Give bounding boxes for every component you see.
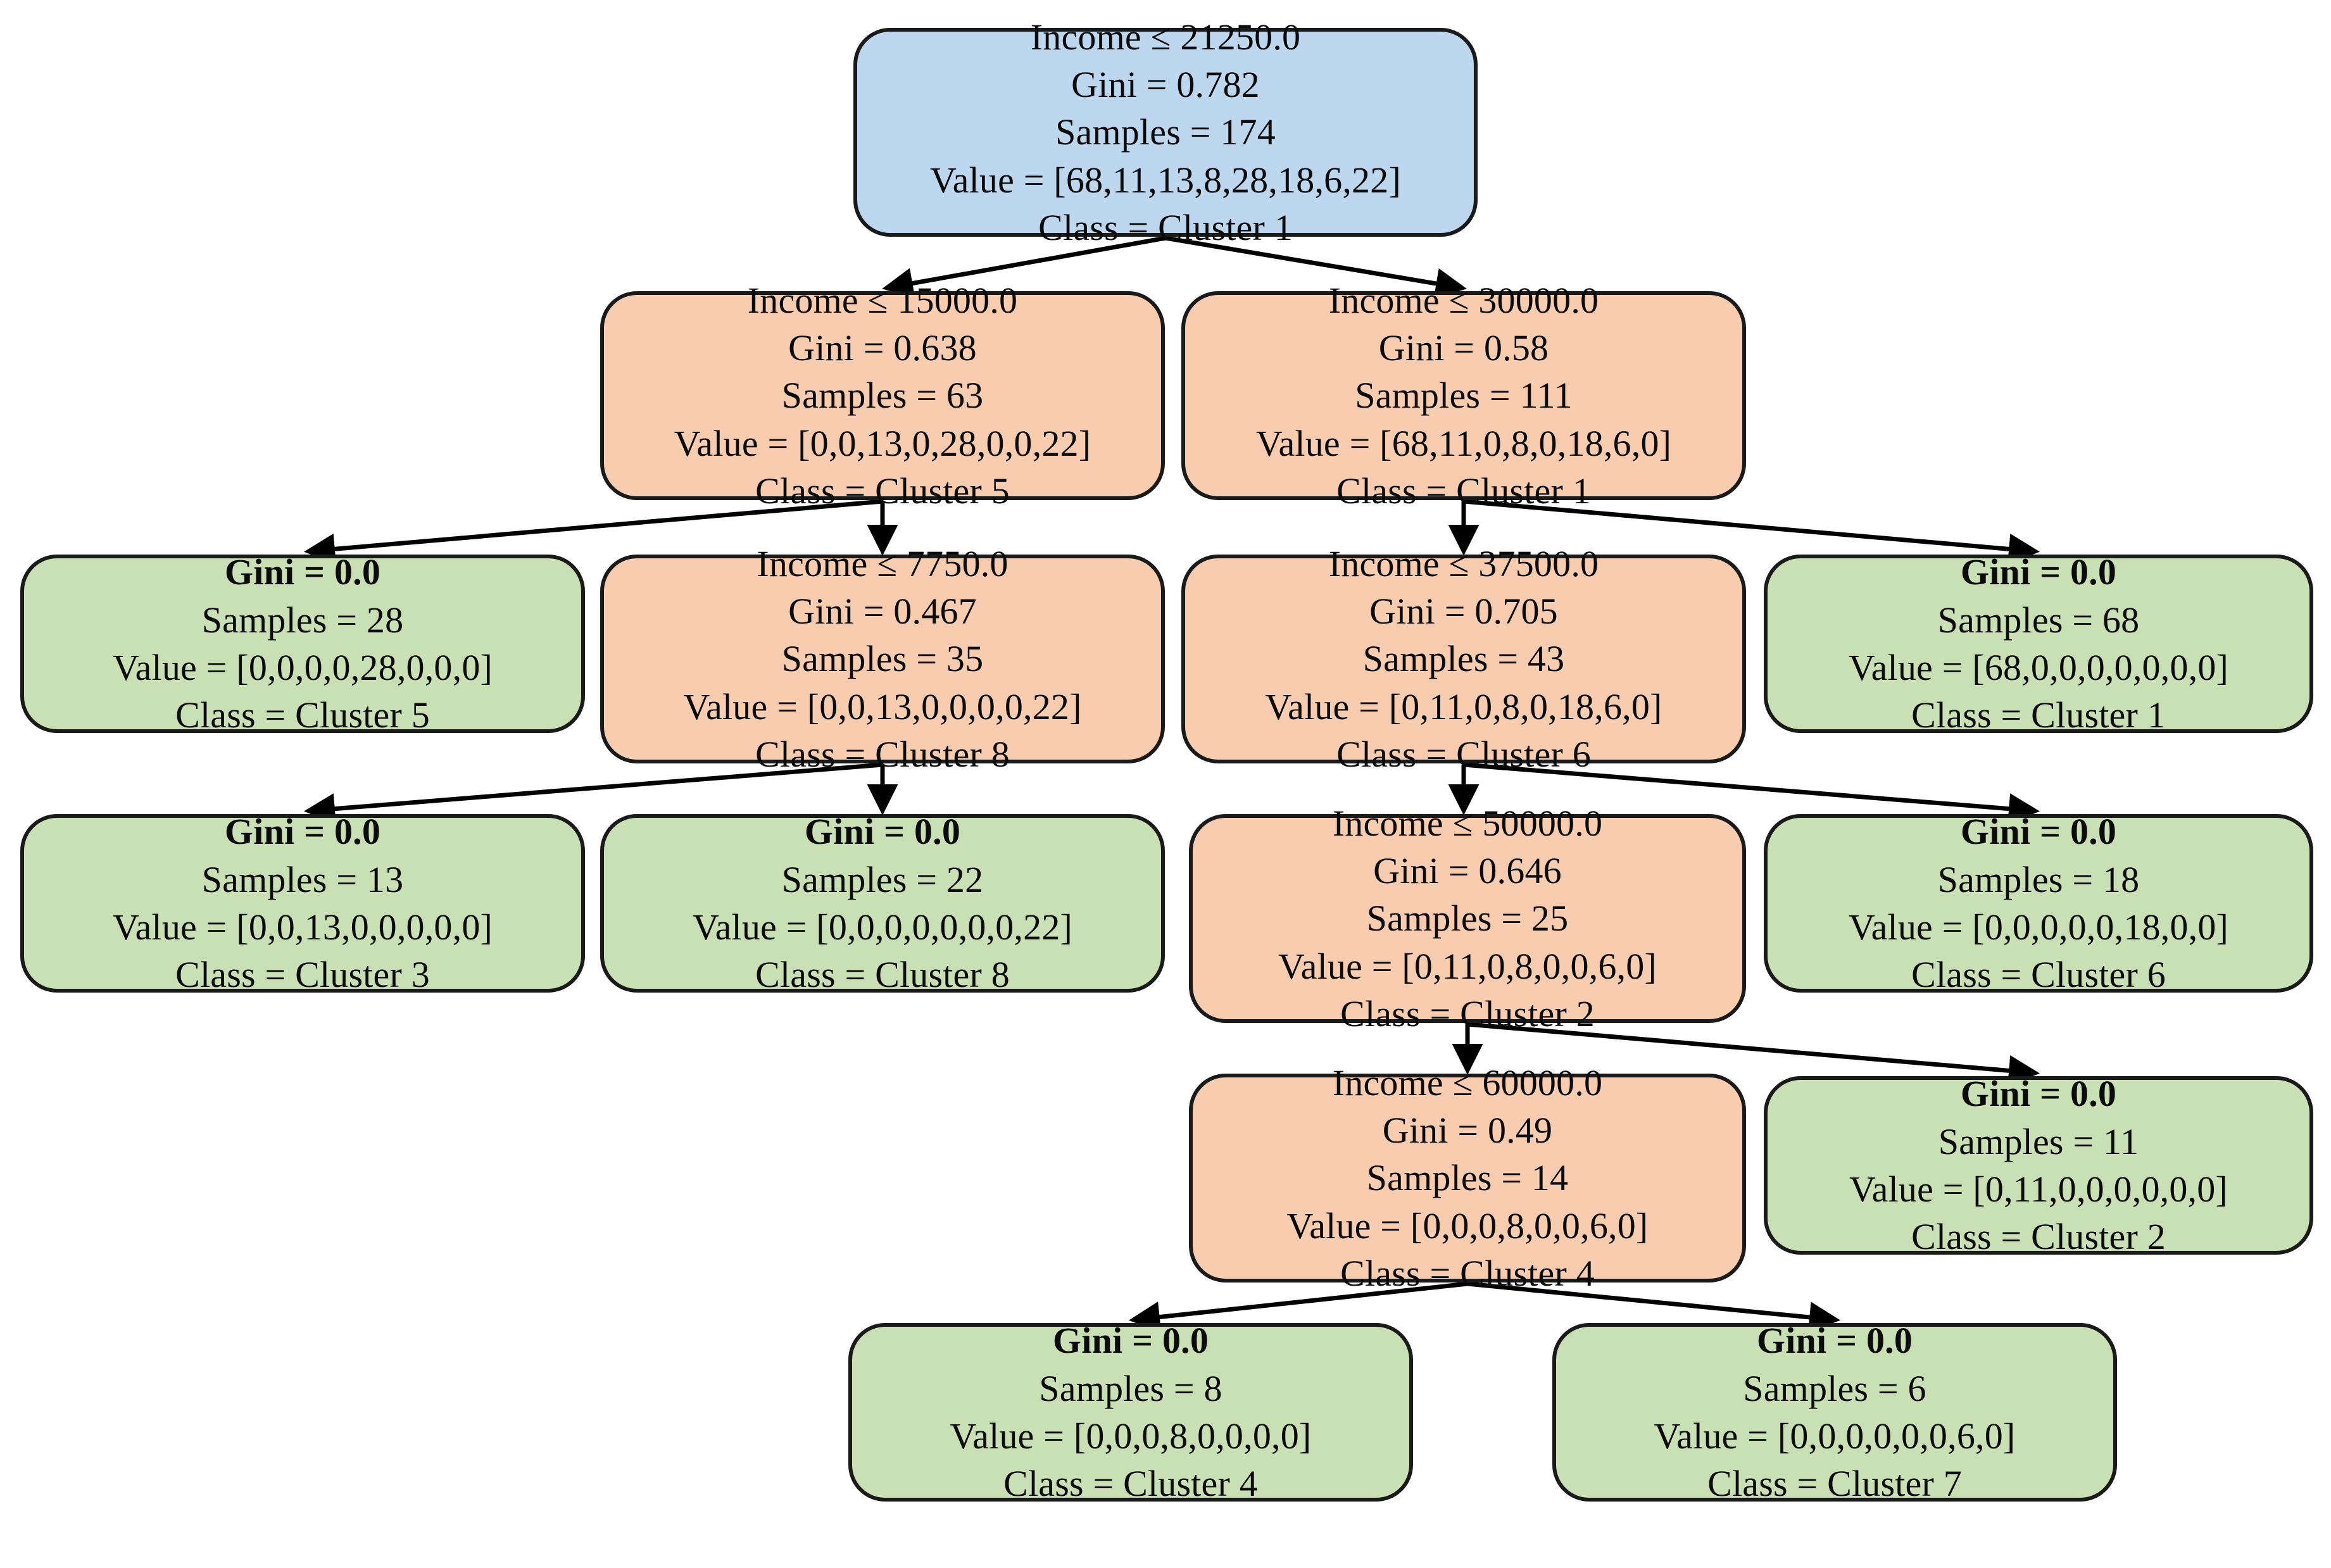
node-text-line: Gini = 0.0: [1960, 1073, 2117, 1115]
node-text-line: Class = Cluster 4: [1003, 1463, 1258, 1505]
node-text-line: Value = [0,0,13,0,0,0,0,0]: [112, 906, 493, 948]
node-text-line: Value = [68,11,13,8,28,18,6,22]: [930, 159, 1401, 201]
node-text-line: Class = Cluster 8: [755, 954, 1010, 996]
node-text-line: Value = [0,0,13,0,0,0,0,22]: [683, 686, 1082, 727]
node-text-line: Value = [0,11,0,8,0,0,6,0]: [1278, 945, 1657, 987]
node-text-line: Income ≤ 30000.0: [1328, 279, 1599, 321]
node-text-line: Value = [0,11,0,8,0,18,6,0]: [1265, 686, 1662, 727]
node-text-line: Value = [0,0,13,0,28,0,0,22]: [674, 422, 1091, 464]
node-text-line: Samples = 6: [1743, 1367, 1926, 1409]
node-text-line: Gini = 0.0: [224, 811, 381, 853]
node-text-line: Value = [0,11,0,0,0,0,0,0]: [1849, 1169, 2228, 1210]
node-text-line: Class = Cluster 3: [175, 954, 430, 996]
node-text-line: Value = [0,0,0,0,0,0,0,22]: [692, 906, 1073, 948]
node-text-line: Class = Cluster 8: [755, 734, 1010, 775]
node-text-line: Class = Cluster 1: [1038, 207, 1293, 249]
node-text-line: Value = [68,0,0,0,0,0,0,0]: [1848, 647, 2229, 688]
node-text-line: Class = Cluster 6: [1911, 954, 2166, 996]
node-text-line: Gini = 0.0: [224, 551, 381, 593]
node-text-line: Income ≤ 15000.0: [747, 279, 1018, 321]
node-text-line: Value = [0,0,0,0,0,18,0,0]: [1848, 906, 2229, 948]
node-text-line: Samples = 11: [1938, 1120, 2139, 1162]
node-text-line: Income ≤ 37500.0: [1328, 543, 1599, 584]
node-text-line: Gini = 0.0: [804, 811, 961, 853]
node-text-line: Gini = 0.0: [1960, 551, 2117, 593]
node-text-line: Class = Cluster 5: [755, 470, 1010, 512]
node-text-line: Samples = 35: [781, 638, 984, 680]
node-text-line: Class = Cluster 6: [1336, 734, 1591, 775]
node-text-line: Samples = 14: [1366, 1157, 1569, 1199]
node-text-line: Class = Cluster 4: [1340, 1253, 1595, 1295]
node-text-line: Value = [0,0,0,0,28,0,0,0]: [112, 647, 493, 688]
node-text-line: Gini = 0.49: [1382, 1109, 1553, 1151]
node-text-line: Class = Cluster 1: [1336, 470, 1591, 512]
node-text-line: Class = Cluster 2: [1911, 1216, 2166, 1258]
node-text-line: Samples = 43: [1362, 638, 1565, 680]
node-text-line: Samples = 13: [201, 858, 404, 900]
node-text-line: Value = [0,0,0,8,0,0,6,0]: [1286, 1205, 1649, 1246]
node-text-line: Gini = 0.0: [1960, 811, 2117, 853]
node-text-line: Gini = 0.782: [1071, 63, 1260, 105]
node-text-line: Samples = 28: [201, 599, 404, 641]
node-text-line: Samples = 25: [1366, 898, 1569, 939]
node-text-line: Samples = 22: [781, 858, 984, 900]
node-text-line: Class = Cluster 1: [1911, 694, 2166, 736]
node-text-line: Class = Cluster 5: [175, 694, 430, 736]
node-text-line: Samples = 111: [1355, 375, 1573, 417]
node-text-line: Samples = 174: [1055, 111, 1276, 153]
node-text-line: Gini = 0.58: [1378, 327, 1549, 368]
node-text-line: Class = Cluster 2: [1340, 993, 1595, 1035]
node-text-line: Value = [0,0,0,8,0,0,0,0]: [950, 1415, 1312, 1457]
node-text-line: Income ≤ 50000.0: [1332, 802, 1603, 844]
node-text-line: Samples = 68: [1937, 599, 2140, 641]
node-text-line: Value = [68,11,0,8,0,18,6,0]: [1255, 422, 1672, 464]
node-text-line: Income ≤ 21250.0: [1030, 16, 1301, 58]
node-text-line: Samples = 63: [781, 375, 984, 417]
node-text-line: Samples = 8: [1039, 1367, 1222, 1409]
node-text-line: Gini = 0.705: [1369, 590, 1558, 632]
node-text-line: Samples = 18: [1937, 858, 2140, 900]
node-text-line: Class = Cluster 7: [1707, 1463, 1962, 1505]
node-text-line: Gini = 0.0: [1052, 1320, 1209, 1362]
node-text-line: Gini = 0.646: [1373, 850, 1562, 891]
node-text-line: Income ≤ 60000.0: [1332, 1062, 1603, 1103]
node-text-line: Gini = 0.638: [788, 327, 977, 368]
node-text-line: Income ≤ 7750.0: [757, 543, 1008, 584]
node-text-line: Value = [0,0,0,0,0,0,6,0]: [1654, 1415, 2016, 1457]
node-text-line: Gini = 0.467: [788, 590, 977, 632]
node-text-line: Gini = 0.0: [1756, 1320, 1913, 1362]
